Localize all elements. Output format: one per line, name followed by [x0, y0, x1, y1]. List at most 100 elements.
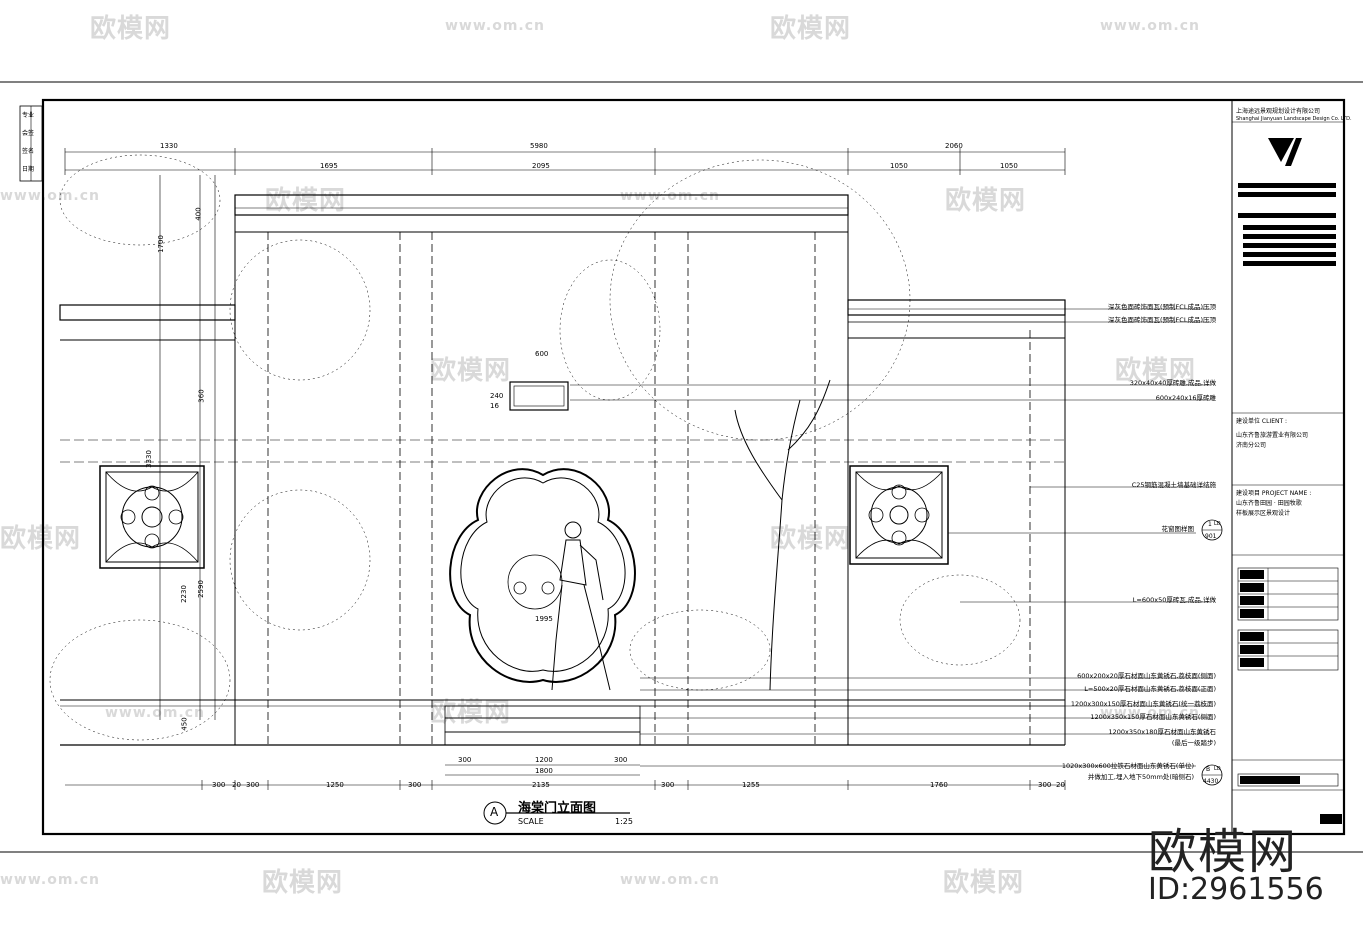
dim-label: 1330: [160, 142, 178, 150]
project-name: 山东齐鲁田园 · 田园牧歌: [1236, 500, 1302, 507]
watermark-site: www.om.cn: [0, 872, 101, 888]
dim-label: 300: [246, 781, 260, 789]
dim-label: 1700: [156, 235, 165, 253]
detail-ref-sheet: LD: [1214, 766, 1221, 772]
left-strip-label: 签名: [22, 148, 35, 155]
drawing-title: 海棠门立面图: [518, 801, 597, 816]
watermark-site: www.om.cn: [445, 18, 546, 34]
callout-label: 1200x300x150厚石材面山东黄锈石(统一荔枝面): [1070, 700, 1216, 708]
dim-label: 600: [535, 350, 549, 358]
dim-label: 450: [180, 717, 189, 731]
callout-label: L=600x50厚砖瓦,成品,详做: [1132, 596, 1216, 604]
left-strip-label: 会签: [22, 130, 35, 137]
tree: [734, 379, 831, 691]
company-logo: [1268, 138, 1294, 162]
left-strip-label: 日期: [22, 166, 35, 173]
callout-label: 1020x300x600拉铁石材面山东黄锈石(单位): [1061, 762, 1194, 770]
dim-label: 400: [194, 207, 203, 221]
watermark-brand: 欧模网: [1148, 824, 1299, 880]
watermark-logo: 欧模网: [770, 524, 852, 554]
watermark-site: www.om.cn: [620, 872, 721, 888]
callout-label: 深灰色面砖饰面瓦(预制FCL成品)压顶: [1108, 303, 1216, 311]
detail-ref-number: B: [1206, 766, 1211, 773]
watermark-logo: 欧模网: [943, 868, 1025, 898]
dim-label: 16: [490, 402, 499, 410]
dim-label: 240: [490, 392, 504, 400]
callout-label: 600x200x20厚石材面山东黄锈石,荔枝面(侧面): [1077, 672, 1216, 680]
client-label: 建设单位 CLIENT :: [1236, 418, 1288, 425]
dim-label: 300: [408, 781, 422, 789]
dim-label: 300: [661, 781, 675, 789]
watermark-logo: 欧模网: [265, 186, 347, 216]
callout-label: 320x40x40厚砖雕,成品,详做: [1129, 379, 1216, 387]
callout-label: 600x240x16厚砖雕: [1155, 394, 1216, 402]
dim-label: 300: [212, 781, 226, 789]
detail-ref-sheet: LD: [1214, 521, 1221, 527]
watermark-logo: 欧模网: [945, 186, 1027, 216]
detail-ref-sub: 901: [1205, 533, 1217, 540]
project-name: 样板展示区景观设计: [1236, 510, 1291, 517]
crabapple-moon-gate: [449, 468, 636, 683]
detail-ref-sub: 4430: [1203, 778, 1219, 785]
dim-label: 1050: [1000, 162, 1018, 170]
scale-label: SCALE: [518, 817, 544, 826]
callout-label: 1200x350x180厚石材面山东黄锈石: [1108, 728, 1216, 736]
dim-label: 360: [197, 389, 206, 403]
watermark-site: www.om.cn: [105, 705, 206, 721]
dim-label: 3330: [144, 450, 153, 468]
watermark-site: www.om.cn: [0, 188, 101, 204]
dim-label: 300: [1038, 781, 1052, 789]
left-strip-label: 专业: [22, 112, 35, 119]
dim-label: 20: [232, 781, 241, 789]
name-plaque: [509, 381, 569, 411]
dim-label: 1050: [890, 162, 908, 170]
watermark-logo: 欧模网: [0, 524, 82, 554]
dim-label: 2060: [945, 142, 963, 150]
dim-label: 2135: [532, 781, 550, 789]
drawing-label-letter: A: [490, 805, 499, 819]
watermark-logo: 欧模网: [770, 14, 852, 44]
lattice-window-left: [99, 465, 205, 569]
dim-label: 5980: [530, 142, 548, 150]
watermark-logo: 欧模网: [262, 868, 344, 898]
callout-label: L=500x20厚石材面山东黄锈石,荔枝面(正面): [1084, 685, 1216, 693]
watermark-logo: 欧模网: [430, 698, 512, 728]
human-figure: [551, 521, 611, 691]
watermark-site: www.om.cn: [1100, 705, 1201, 721]
client-name: 山东齐鲁旅游置业有限公司: [1236, 432, 1309, 439]
company-name-en: Shanghai Jianyuan Landscape Design Co. L…: [1236, 116, 1352, 122]
dim-label: 1800: [535, 767, 553, 775]
callout-label: 花窗图样图: [1161, 525, 1195, 533]
callout-label: 深灰色面砖饰面瓦(预制FCL成品)压顶: [1108, 316, 1216, 324]
callout-label: (最后一级踏步): [1171, 739, 1216, 747]
watermark-logo: 欧模网: [90, 14, 172, 44]
dim-label: 2230: [179, 585, 188, 603]
lattice-window-right: [849, 465, 949, 565]
detail-ref-number: 1: [1208, 521, 1212, 528]
dim-label: 1695: [320, 162, 338, 170]
dim-label: 2590: [196, 580, 205, 598]
watermark-site: www.om.cn: [1100, 18, 1201, 34]
dim-label: 1255: [742, 781, 760, 789]
dim-label: 20: [1056, 781, 1065, 789]
watermark-logo: 欧模网: [1115, 356, 1197, 386]
callout-label: 1200x350x150厚石材面山东黄锈石(侧面): [1090, 713, 1216, 721]
callout-column: 深灰色面砖饰面瓦(预制FCL成品)压顶 深灰色面砖饰面瓦(预制FCL成品)压顶 …: [1020, 0, 1216, 800]
dim-label: 300: [458, 756, 472, 764]
dim-label: 1760: [930, 781, 948, 789]
callout-label: C25钢筋混凝土墙基础详结施: [1131, 481, 1216, 489]
scale-value: 1:25: [615, 817, 633, 826]
watermark-id: ID:2961556: [1148, 872, 1324, 907]
client-name: 济南分公司: [1236, 442, 1267, 449]
dim-label: 1995: [535, 615, 553, 623]
dim-label: 1200: [535, 756, 553, 764]
project-label: 建设项目 PROJECT NAME :: [1236, 490, 1312, 497]
dim-label: 1250: [326, 781, 344, 789]
company-name-cn: 上海途远景观规划设计有限公司: [1236, 108, 1321, 115]
dim-label: 300: [614, 756, 628, 764]
watermark-logo: 欧模网: [430, 356, 512, 386]
dim-label: 2095: [532, 162, 550, 170]
callout-label: 并做加工,埋入地下50mm处(暗侧石): [1087, 773, 1194, 781]
watermark-site: www.om.cn: [620, 188, 721, 204]
